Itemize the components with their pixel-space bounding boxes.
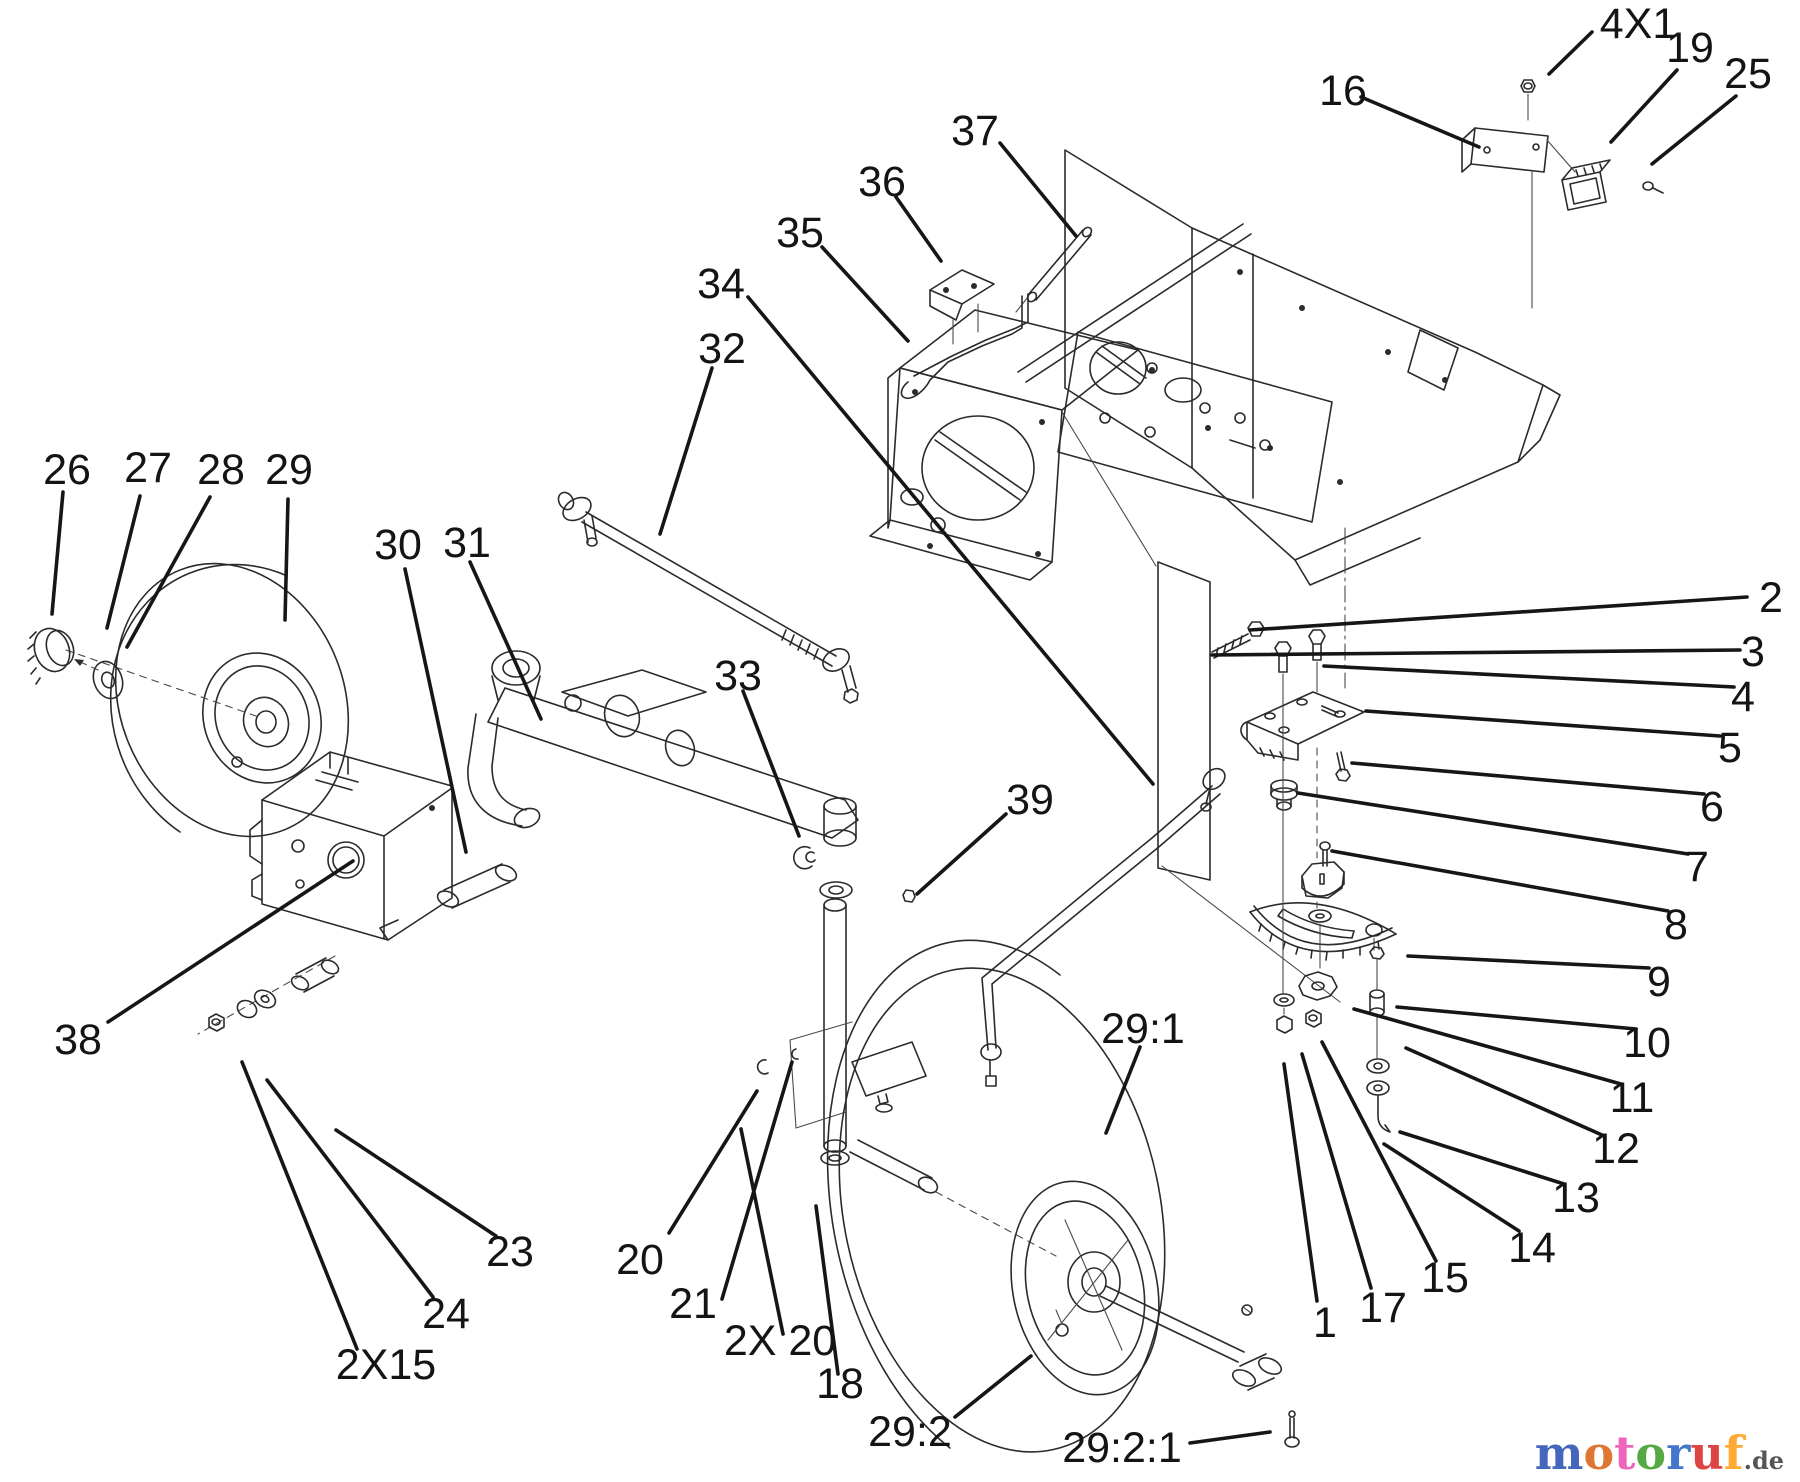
part-label-2X15: 2X15: [336, 1341, 436, 1389]
part-label-33: 33: [714, 652, 762, 700]
motoruf-logo: motoruf.de: [1535, 1430, 1784, 1476]
part-label-29:1: 29:1: [1101, 1005, 1185, 1053]
steering-gear-stack: [1211, 527, 1397, 1133]
part-label-20: 20: [616, 1236, 664, 1284]
motoruf-logo-word: motoruf: [1535, 1426, 1744, 1480]
part-label-14: 14: [1508, 1224, 1556, 1272]
part-label-29: 29: [265, 446, 313, 494]
part-label-11: 11: [1610, 1074, 1655, 1122]
bracket-16-and-module-19: [1461, 79, 1664, 309]
part-label-26: 26: [43, 446, 91, 494]
part-label-29:2: 29:2: [868, 1408, 952, 1456]
part-label-4X1: 4X1: [1600, 0, 1677, 48]
part-label-6: 6: [1700, 783, 1724, 831]
motoruf-logo-suffix: .de: [1743, 1446, 1784, 1475]
part-label-30: 30: [374, 521, 422, 569]
part-label-36: 36: [858, 158, 906, 206]
left-wheel-29: [27, 562, 350, 838]
part-label-32: 32: [698, 325, 746, 373]
part-label-13: 13: [1552, 1174, 1600, 1222]
part-label-2X 20: 2X 20: [724, 1317, 836, 1365]
part-label-19: 19: [1666, 24, 1714, 72]
part-label-16: 16: [1319, 67, 1367, 115]
part-label-35: 35: [776, 209, 824, 257]
logo-letter-t: t: [1614, 1426, 1636, 1480]
part-label-37: 37: [951, 107, 999, 155]
logo-letter-r: r: [1666, 1426, 1691, 1480]
logo-letter-f: f: [1723, 1426, 1744, 1480]
leader-lines: [50, 30, 1749, 1445]
right-wheel-29-1: [826, 939, 1300, 1453]
part-label-7: 7: [1685, 843, 1709, 891]
logo-letter-u: u: [1690, 1426, 1724, 1480]
part-label-5: 5: [1718, 724, 1742, 772]
part-label-8: 8: [1664, 901, 1688, 949]
part-label-23: 23: [486, 1228, 534, 1276]
chassis-frame: [869, 149, 1561, 1003]
part-label-10: 10: [1623, 1019, 1671, 1067]
part-label-25: 25: [1724, 50, 1772, 98]
part-label-1: 1: [1313, 1299, 1337, 1347]
hood-rod-37-bracket-36-wire-35: [900, 226, 1093, 400]
part-label-9: 9: [1647, 958, 1671, 1006]
part-label-34: 34: [697, 260, 745, 308]
drag-link-32: [557, 491, 859, 704]
part-label-4: 4: [1731, 673, 1755, 721]
part-label-18: 18: [816, 1360, 864, 1408]
logo-letter-o: o: [1635, 1426, 1667, 1480]
part-label-3: 3: [1741, 628, 1765, 676]
part-label-12: 12: [1592, 1125, 1640, 1173]
steering-link-rod: [980, 767, 1226, 1087]
part-label-2: 2: [1759, 574, 1783, 622]
part-label-24: 24: [422, 1290, 470, 1338]
part-label-29:2:1: 29:2:1: [1062, 1424, 1182, 1472]
part-label-21: 21: [669, 1280, 717, 1328]
axle-assembly-31: [436, 650, 1057, 1257]
part-label-17: 17: [1359, 1284, 1407, 1332]
part-label-38: 38: [54, 1016, 102, 1064]
part-label-28: 28: [197, 446, 245, 494]
logo-letter-o: o: [1583, 1426, 1615, 1480]
part-label-15: 15: [1421, 1254, 1469, 1302]
bracket-38: [197, 751, 453, 1035]
logo-letter-m: m: [1534, 1426, 1584, 1480]
part-label-39: 39: [1006, 776, 1054, 824]
part-label-27: 27: [124, 444, 172, 492]
part-label-31: 31: [443, 519, 491, 567]
